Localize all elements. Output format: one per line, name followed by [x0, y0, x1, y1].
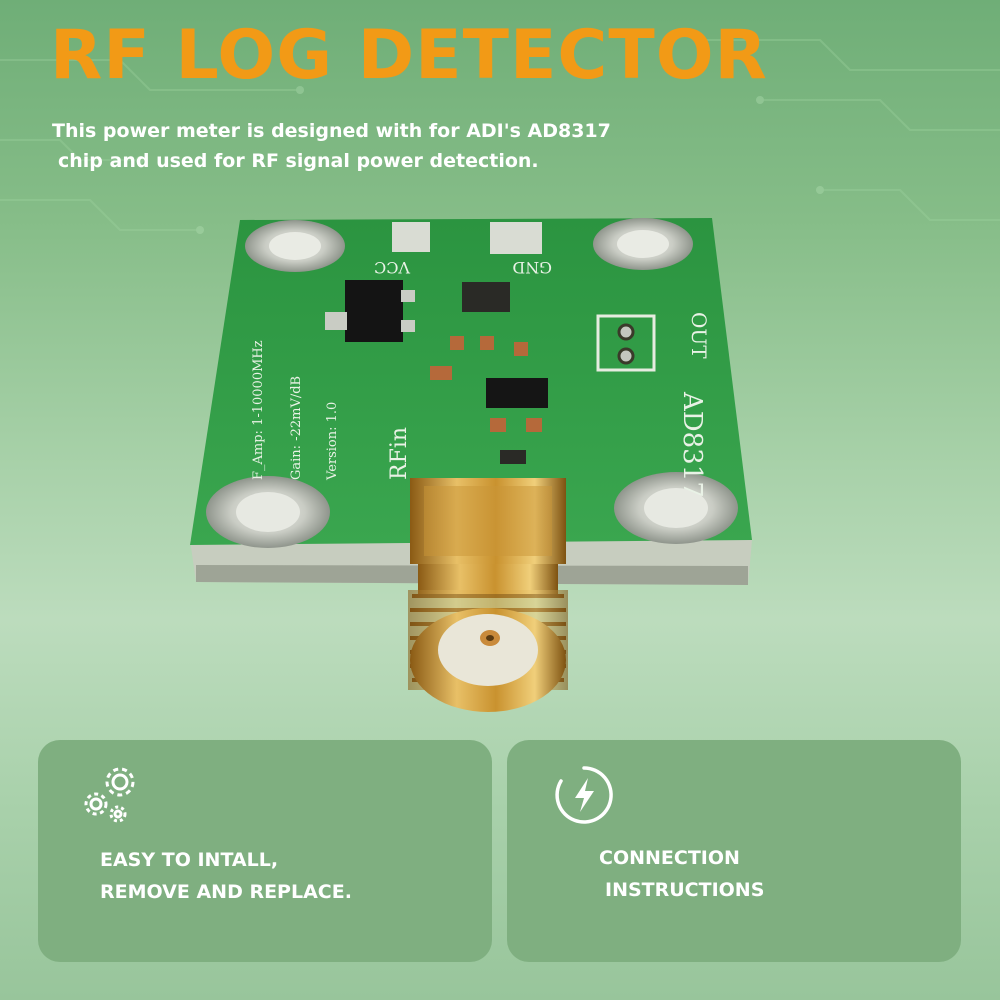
board-label-chip: AD8317 [677, 391, 707, 498]
feature-line: INSTRUCTIONS [605, 879, 765, 901]
mounting-hole [593, 218, 693, 270]
mounting-hole [245, 220, 345, 272]
page-subtitle: This power meter is designed with for AD… [52, 116, 812, 176]
feature-line: EASY TO INTALL, [100, 849, 279, 871]
board-label-spec1: F_Amp: 1-10000MHz [251, 340, 266, 480]
board-label-out: OUT [687, 312, 711, 359]
feature-card-connection: CONNECTION INSTRUCTIONS [507, 740, 961, 962]
mounting-hole [614, 472, 738, 544]
board-label-vcc: VCC [374, 258, 411, 277]
feature-line: REMOVE AND REPLACE. [100, 881, 352, 903]
page-title: RF LOG DETECTOR [50, 16, 768, 95]
feature-text-install: EASY TO INTALL, REMOVE AND REPLACE. [100, 844, 352, 908]
sma-connector [408, 478, 568, 712]
feature-card-install: EASY TO INTALL, REMOVE AND REPLACE. [38, 740, 492, 962]
circuit-background [0, 36, 1000, 234]
lightning-icon [555, 766, 613, 824]
subtitle-line-2: chip and used for RF signal power detect… [58, 150, 539, 172]
mounting-hole [206, 476, 330, 548]
board-label-version: Version: 1.0 [325, 402, 340, 481]
feature-line: CONNECTION [599, 847, 740, 869]
gears-icon [84, 767, 135, 823]
board-label-spec2: Gain: -22mV/dB [289, 376, 304, 480]
feature-text-connection: CONNECTION INSTRUCTIONS [599, 842, 764, 906]
subtitle-line-1: This power meter is designed with for AD… [52, 120, 611, 142]
board-label-rfin: RFin [387, 427, 412, 480]
board-label-gnd: GND [512, 258, 552, 277]
